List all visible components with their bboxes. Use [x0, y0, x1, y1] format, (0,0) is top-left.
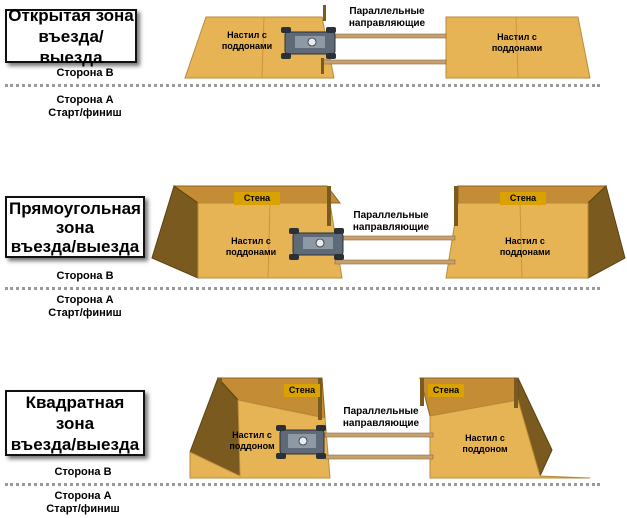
left-floor-panel — [189, 399, 331, 479]
robot-icon — [289, 228, 344, 260]
square-zone-label-box: Квадратная зона въезда/выезда — [5, 390, 145, 456]
rail-top — [324, 432, 434, 438]
open-zone-label-box: Открытая зона въезда/выезда — [5, 6, 137, 67]
rectangular-zone-label-box: Прямоугольная зона въезда/выезда — [5, 196, 145, 258]
left-floor-label: Настил с поддонами — [221, 30, 273, 51]
rail-bottom — [334, 259, 456, 265]
rails-label: Параллельные направляющие — [346, 210, 436, 234]
right-floor-label: Настил с поддонами — [491, 32, 543, 53]
side-a-label: Сторона A Старт/финиш — [48, 94, 122, 119]
left-wall-sign-bg — [284, 384, 320, 397]
right-floor-label: Настил с поддонами — [499, 236, 551, 257]
robot-icon — [276, 425, 326, 459]
side-a-label: Сторона A Старт/финиш — [46, 490, 120, 515]
robot-icon — [281, 27, 336, 59]
side-b-label: Сторона B — [56, 270, 114, 282]
left-floor-label: Настил с поддоном — [229, 430, 275, 451]
left-floor-panel — [197, 202, 343, 279]
side-b-label: Сторона B — [56, 67, 114, 79]
right-floor-label: Настил с поддоном — [462, 433, 508, 454]
divider-line — [5, 84, 600, 87]
rail-bottom — [324, 454, 434, 460]
right-wall-sign: Стена — [509, 193, 537, 203]
right-floor-panel — [445, 16, 591, 79]
left-wall-sign: Стена — [243, 193, 271, 203]
side-b-label: Сторона B — [54, 466, 112, 478]
divider-line — [5, 483, 600, 486]
right-wall-sign: Стена — [432, 385, 460, 395]
right-floor-panel — [429, 399, 591, 479]
rails-label: Параллельные направляющие — [336, 406, 426, 430]
left-wall-sign-bg — [234, 192, 280, 205]
divider-line — [5, 287, 600, 290]
right-wall-sign-bg — [428, 384, 464, 397]
left-wall-sign: Стена — [288, 385, 316, 395]
rails-label: Параллельные направляющие — [342, 6, 432, 30]
right-wall-sign-bg — [500, 192, 546, 205]
side-a-label: Сторона A Старт/финиш — [48, 294, 122, 319]
left-floor-label: Настил с поддонами — [225, 236, 277, 257]
